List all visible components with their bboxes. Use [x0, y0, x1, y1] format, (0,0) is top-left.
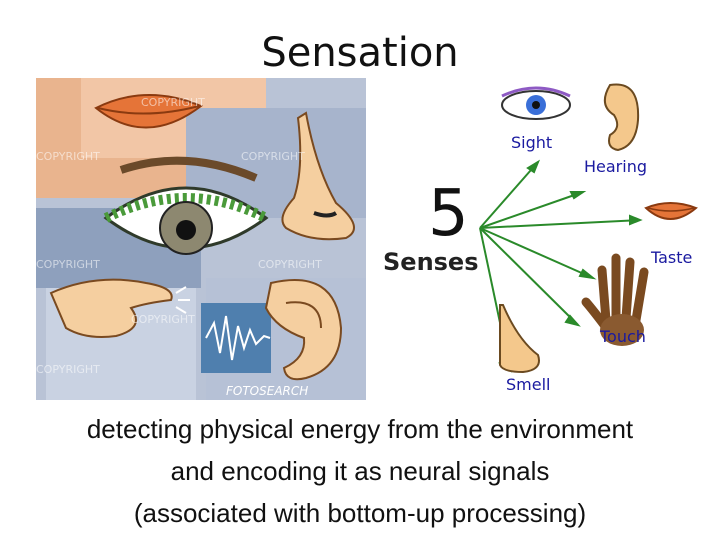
five-number: 5 — [428, 177, 469, 251]
sense-label-sight: Sight — [511, 133, 552, 152]
caption-line: detecting physical energy from the envir… — [86, 414, 634, 444]
senses-word: Senses — [383, 248, 479, 276]
watermark-text: COPYRIGHT — [36, 150, 100, 163]
watermark-brand: FOTOSEARCH — [226, 384, 308, 398]
watermark-text: COPYRIGHT — [141, 96, 205, 109]
caption-line: and encoding it as neural signals — [170, 456, 550, 486]
eye-icon — [103, 156, 269, 255]
five-senses-diagram: 5 Senses Sight Hearing Taste Touch — [383, 83, 698, 394]
smell-nose-icon — [499, 304, 540, 374]
hearing-ear-icon — [603, 83, 640, 152]
watermark-text: COPYRIGHT — [36, 258, 100, 271]
sense-label-smell: Smell — [506, 375, 550, 394]
watermark-text: COPYRIGHT — [131, 313, 195, 326]
taste-lips-icon — [644, 202, 698, 220]
nose-icon — [281, 111, 355, 241]
caption-line: (associated with bottom-up processing) — [133, 498, 587, 528]
slide-caption: detecting physical energy from the envir… — [0, 408, 720, 534]
slide-title: Sensation — [261, 30, 459, 76]
sense-label-hearing: Hearing — [584, 157, 647, 176]
watermark-text: COPYRIGHT — [258, 258, 322, 271]
sense-label-touch: Touch — [599, 327, 646, 346]
watermark-text: COPYRIGHT — [241, 150, 305, 163]
lips-icon — [94, 94, 203, 129]
touch-hand-icon — [581, 253, 649, 346]
watermark-text: COPYRIGHT — [36, 363, 100, 376]
senses-collage-image: COPYRIGHT COPYRIGHT COPYRIGHT COPYRIGHT … — [36, 78, 366, 400]
sound-wave-icon — [205, 315, 271, 361]
hand-icon — [49, 278, 190, 338]
ear-icon — [264, 279, 343, 381]
sense-label-taste: Taste — [650, 248, 692, 267]
sight-eye-icon — [501, 86, 571, 120]
